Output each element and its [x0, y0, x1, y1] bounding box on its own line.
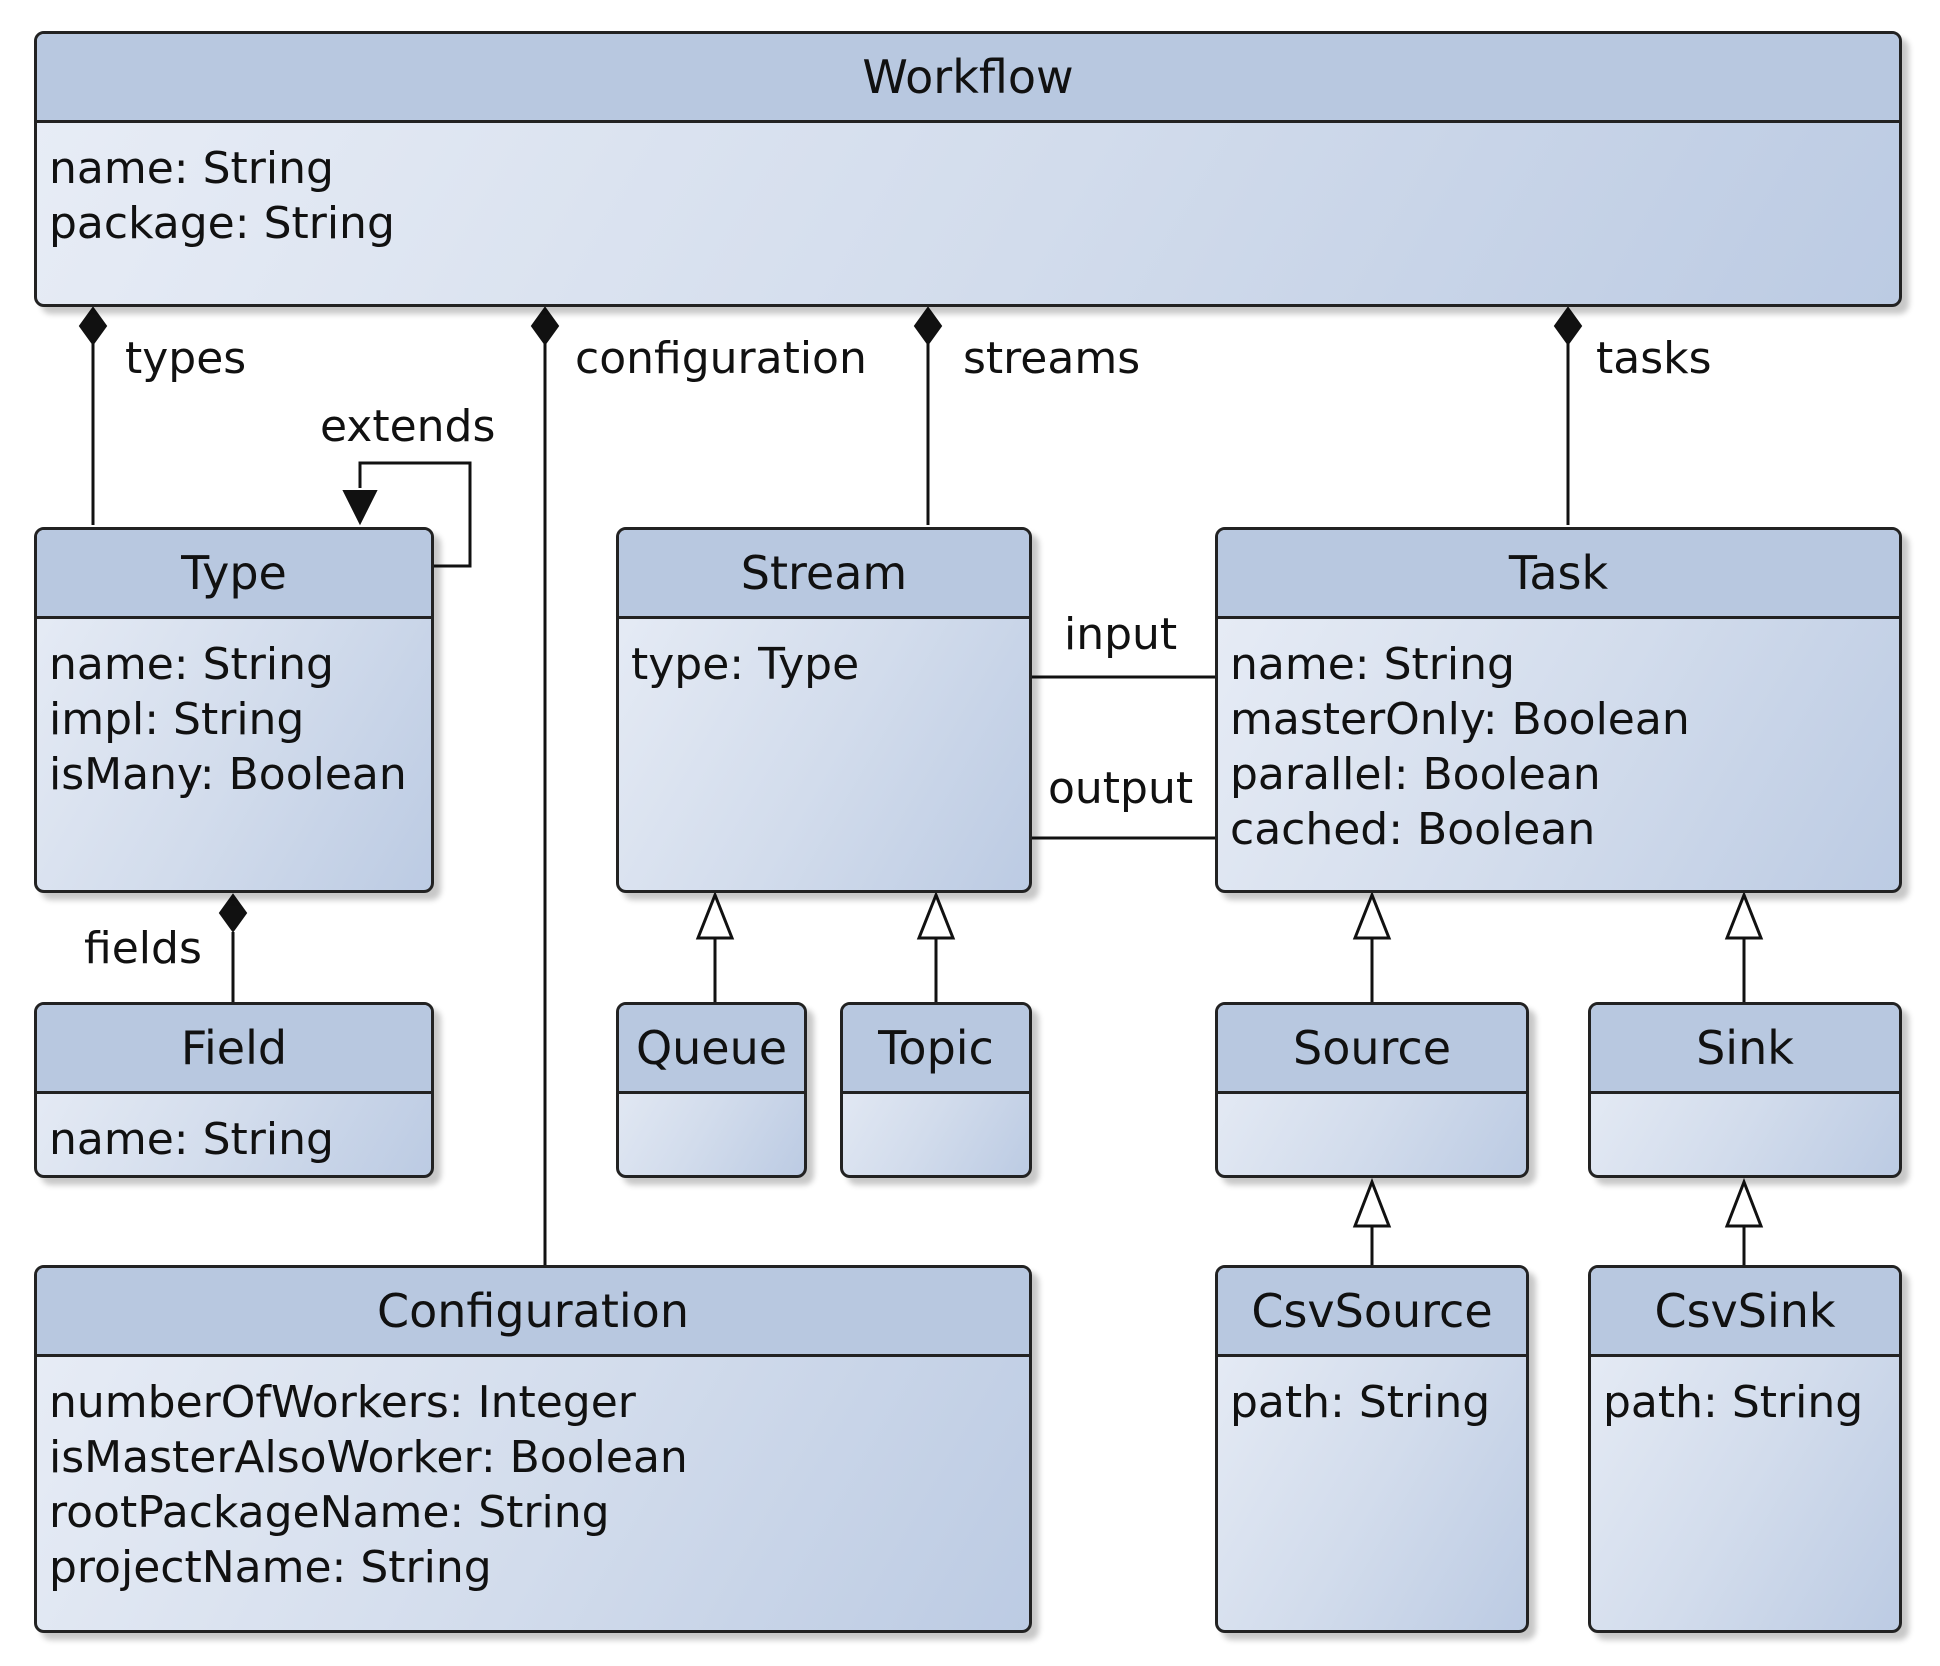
csvsink-attributes: path: String: [1591, 1357, 1899, 1430]
fields-diamond: [218, 893, 248, 933]
workflow-class-name: Workflow: [37, 34, 1899, 123]
workflow-attr-name: name: String: [49, 143, 334, 194]
types-diamond: [78, 306, 108, 346]
configuration-attr-numberofworkers: numberOfWorkers: Integer: [49, 1377, 636, 1428]
csvsink-generalization-triangle: [1724, 1177, 1764, 1228]
field-class[interactable]: Field name: String: [34, 1002, 434, 1178]
type-attributes: name: String impl: String isMany: Boolea…: [37, 619, 431, 802]
source-generalization-triangle: [1352, 890, 1392, 940]
type-class[interactable]: Type name: String impl: String isMany: B…: [34, 527, 434, 893]
queue-class-name: Queue: [619, 1005, 804, 1094]
stream-class[interactable]: Stream type: Type: [616, 527, 1032, 893]
field-attributes: name: String: [37, 1094, 431, 1167]
output-role-label: output: [1048, 763, 1194, 814]
csvsink-class[interactable]: CsvSink path: String: [1588, 1265, 1902, 1633]
streams-diamond: [913, 306, 943, 346]
field-class-name: Field: [37, 1005, 431, 1094]
sink-generalization-triangle: [1724, 890, 1764, 940]
csvsource-class-name: CsvSource: [1218, 1268, 1526, 1357]
configuration-attr-rootpackagename: rootPackageName: String: [49, 1487, 610, 1538]
extends-role-label: extends: [320, 401, 496, 452]
type-attr-impl: impl: String: [49, 694, 305, 745]
csvsource-attributes: path: String: [1218, 1357, 1526, 1430]
workflow-attr-package: package: String: [49, 198, 395, 249]
queue-generalization-triangle: [695, 890, 735, 940]
task-attr-parallel: parallel: Boolean: [1230, 749, 1601, 800]
stream-class-name: Stream: [619, 530, 1029, 619]
stream-attributes: type: Type: [619, 619, 1029, 692]
csvsource-generalization-triangle: [1352, 1177, 1392, 1228]
workflow-attributes: name: String package: String: [37, 123, 1899, 251]
type-attr-name: name: String: [49, 639, 334, 690]
source-class-name: Source: [1218, 1005, 1526, 1094]
types-role-label: types: [125, 333, 247, 384]
configuration-role-label: configuration: [575, 333, 867, 384]
configuration-class[interactable]: Configuration numberOfWorkers: Integer i…: [34, 1265, 1032, 1633]
topic-class-name: Topic: [843, 1005, 1029, 1094]
queue-class[interactable]: Queue: [616, 1002, 807, 1178]
field-attr-name: name: String: [49, 1114, 334, 1165]
tasks-role-label: tasks: [1596, 333, 1712, 384]
task-class[interactable]: Task name: String masterOnly: Boolean pa…: [1215, 527, 1902, 893]
fields-role-label: fields: [84, 923, 202, 974]
configuration-attr-ismasteralsoworker: isMasterAlsoWorker: Boolean: [49, 1432, 688, 1483]
stream-attr-type: type: Type: [631, 639, 860, 690]
source-class[interactable]: Source: [1215, 1002, 1529, 1178]
tasks-diamond: [1553, 306, 1583, 346]
task-class-name: Task: [1218, 530, 1899, 619]
csvsink-class-name: CsvSink: [1591, 1268, 1899, 1357]
sink-class[interactable]: Sink: [1588, 1002, 1902, 1178]
csvsource-class[interactable]: CsvSource path: String: [1215, 1265, 1529, 1633]
configuration-diamond: [530, 306, 560, 346]
workflow-class[interactable]: Workflow name: String package: String: [34, 31, 1902, 307]
csvsink-attr-path: path: String: [1603, 1377, 1864, 1428]
task-attr-name: name: String: [1230, 639, 1515, 690]
type-class-name: Type: [37, 530, 431, 619]
sink-class-name: Sink: [1591, 1005, 1899, 1094]
task-attr-cached: cached: Boolean: [1230, 804, 1596, 855]
extends-arrowhead: [342, 490, 378, 526]
csvsource-attr-path: path: String: [1230, 1377, 1491, 1428]
configuration-attr-projectname: projectName: String: [49, 1542, 492, 1593]
input-role-label: input: [1064, 609, 1178, 660]
topic-class[interactable]: Topic: [840, 1002, 1032, 1178]
task-attributes: name: String masterOnly: Boolean paralle…: [1218, 619, 1899, 857]
type-attr-ismany: isMany: Boolean: [49, 749, 407, 800]
configuration-class-name: Configuration: [37, 1268, 1029, 1357]
extends-self-line: [358, 461, 472, 568]
streams-role-label: streams: [963, 333, 1141, 384]
task-attr-masteronly: masterOnly: Boolean: [1230, 694, 1690, 745]
configuration-attributes: numberOfWorkers: Integer isMasterAlsoWor…: [37, 1357, 1029, 1595]
topic-generalization-triangle: [916, 890, 956, 940]
